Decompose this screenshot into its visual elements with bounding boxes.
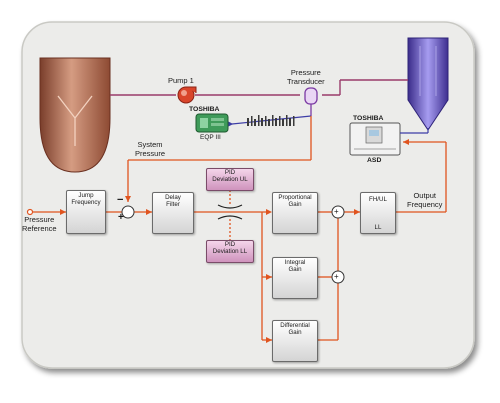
pressure-reference-label: Pressure Reference	[22, 215, 57, 233]
gain-summing-junction-2	[331, 270, 345, 284]
pid-deviation-ll-block: PID Deviation LL	[206, 240, 254, 263]
sum-plus-2: +	[334, 272, 339, 281]
system-pressure-label: System Pressure	[135, 140, 166, 158]
diagram-frame	[21, 21, 475, 369]
asd-to-tank-line	[400, 128, 429, 134]
differential-gain-block: Differential Gain	[272, 320, 318, 362]
pressure-transducer-label: Pressure Transducer	[287, 68, 325, 86]
left-tank-icon	[39, 57, 111, 173]
integral-gain-block: Integral Gain	[272, 257, 318, 299]
output-frequency-label: Output Frequency	[407, 191, 443, 209]
gain-summing-junction-1	[331, 205, 345, 219]
pressure-reference-terminal	[26, 208, 34, 216]
sum-plus-1: +	[334, 207, 339, 216]
input-summing-junction	[121, 205, 135, 219]
ll-label: LL	[374, 224, 382, 231]
pump-label: Pump 1	[168, 76, 194, 85]
signal-arrows	[60, 139, 409, 343]
signal-lines	[30, 116, 447, 341]
asd-label: ASD	[367, 157, 382, 164]
differential-gain-label: Differential Gain	[280, 322, 310, 336]
right-tank-icon	[407, 37, 449, 131]
limiter-symbol	[217, 204, 243, 220]
fhul-ll-block: FH/UL LL	[360, 192, 396, 234]
pipe-lines	[110, 79, 408, 96]
proportional-gain-label: Proportional Gain	[278, 194, 312, 208]
toshiba-asd-brand: TOSHIBA	[353, 115, 384, 122]
data-signal-icon	[247, 115, 295, 126]
eqp-device-icon	[195, 113, 229, 133]
eqp-label: EQP III	[200, 134, 221, 141]
fhul-label: FH/UL	[369, 196, 387, 203]
minus-sign: −	[117, 194, 124, 206]
asd-device-icon	[349, 122, 401, 156]
delay-filter-label: Delay Filter	[165, 194, 181, 208]
pump-icon	[177, 86, 197, 104]
proportional-gain-block: Proportional Gain	[272, 192, 318, 234]
jump-frequency-label: Jump Frequency	[71, 192, 101, 206]
plus-sign: +	[118, 212, 124, 223]
delay-filter-block: Delay Filter	[152, 192, 194, 234]
pressure-transducer-icon	[304, 87, 318, 116]
pid-deviation-ul-block: PID Deviation UL	[206, 168, 254, 191]
integral-gain-label: Integral Gain	[284, 259, 306, 273]
toshiba-eqp-brand: TOSHIBA	[189, 106, 220, 113]
jump-frequency-block: Jump Frequency	[66, 190, 106, 234]
